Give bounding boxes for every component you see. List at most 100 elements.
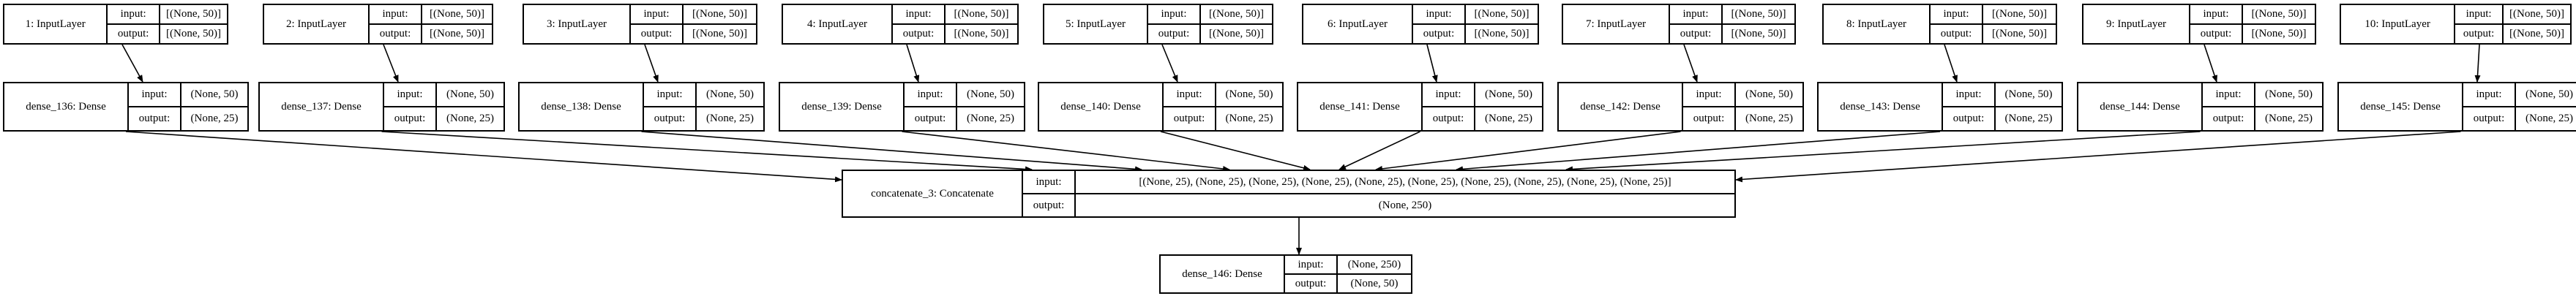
dense-layer-4-output-shape: (None, 25): [967, 113, 1014, 124]
input-layer-10-output-label: output:: [2463, 28, 2495, 39]
input-layer-10-name: 10: InputLayer: [2341, 5, 2456, 43]
input-layer-2-input-shape: [(None, 50)]: [422, 5, 492, 25]
dense-layer-1-output-label: output:: [138, 113, 171, 124]
input-layer-5-output-shape: [(None, 50)]: [1209, 28, 1264, 39]
input-layer-4-output-label: output:: [902, 28, 935, 39]
edge-dense-4-to-concatenate: [902, 131, 1230, 172]
dense-layer-6-input-shape: (None, 50): [1475, 83, 1542, 107]
edge-dense-7-to-concatenate: [1375, 131, 1681, 172]
dense-layer-4-input-label: input:: [905, 83, 956, 107]
dense-layer-8-output-shape: (None, 25): [2004, 113, 2053, 124]
edge-input-1-to-dense: [121, 44, 143, 83]
dense-layer-10-input-label: input:: [2463, 83, 2515, 107]
dense-layer-10-output-shape: (None, 25): [2526, 113, 2573, 124]
concatenate-layer-output-shape: (None, 250): [1378, 199, 1432, 211]
dense-layer-9-input-label: input:: [2203, 83, 2254, 107]
input-layer-8-output-label: output:: [1940, 28, 1972, 39]
input-layer-7-output-shape: [(None, 50)]: [1731, 28, 1786, 39]
input-layer-5-output-label: output:: [1158, 28, 1190, 39]
dense-layer-5-output-shape: (None, 25): [1225, 113, 1273, 124]
dense-layer-5-input-label: input:: [1164, 83, 1215, 107]
dense-layer-1-input-label: input:: [129, 83, 180, 107]
input-layer-4-input-shape: [(None, 50)]: [946, 5, 1017, 25]
edge-dense-2-to-concatenate: [381, 131, 1033, 172]
dense-layer-7-name: dense_142: Dense: [1559, 83, 1683, 130]
input-layer-8-input-shape: [(None, 50)]: [1983, 5, 2056, 25]
input-layer-3-output-label: output:: [640, 28, 673, 39]
concatenate-layer-input-shape: [(None, 25), (None, 25), (None, 25), (No…: [1076, 171, 1734, 194]
dense-layer-9-output-shape: (None, 25): [2265, 113, 2313, 124]
input-layer-1-input-label: input:: [108, 5, 160, 25]
input-layer-5-input-shape: [(None, 50)]: [1201, 5, 1272, 25]
dense-layer-7-input-label: input:: [1683, 83, 1734, 107]
concatenate-layer-output-label: output:: [1033, 199, 1065, 211]
edge-dense-5-to-concatenate: [1160, 131, 1311, 171]
dense-layer-4-input-shape: (None, 50): [957, 83, 1024, 107]
input-layer-4-input-label: input:: [893, 5, 944, 25]
output-dense-layer-name: dense_146: Dense: [1161, 256, 1285, 292]
input-layer-5-name: 5: InputLayer: [1044, 5, 1148, 43]
edge-input-5-to-dense: [1161, 44, 1178, 83]
input-layer-1-input-shape: [(None, 50)]: [160, 5, 227, 25]
concatenate-layer-input-label: input:: [1023, 171, 1074, 194]
dense-layer-4-output-label: output:: [914, 113, 946, 124]
input-layer-3-input-label: input:: [631, 5, 682, 25]
input-layer-7-input-shape: [(None, 50)]: [1723, 5, 1794, 25]
dense-layer-3-input-shape: (None, 50): [697, 83, 763, 107]
dense-layer-3-name: dense_138: Dense: [520, 83, 644, 130]
dense-layer-9-name: dense_144: Dense: [2078, 83, 2203, 130]
dense-layer-6-input-label: input:: [1423, 83, 1474, 107]
edge-dense-9-to-concatenate: [1565, 131, 2201, 172]
dense-layer-6-name: dense_141: Dense: [1298, 83, 1423, 130]
dense-layer-5-output-label: output:: [1173, 113, 1205, 124]
concatenate-layer-name: concatenate_3: Concatenate: [843, 171, 1023, 216]
dense-layer-4-name: dense_139: Dense: [780, 83, 905, 130]
input-layer-10-input-label: input:: [2455, 5, 2503, 25]
input-layer-2-name: 2: InputLayer: [264, 5, 370, 43]
input-layer-8-name: 8: InputLayer: [1824, 5, 1931, 43]
dense-layer-3-output-shape: (None, 25): [706, 113, 754, 124]
dense-layer-10-output-label: output:: [2473, 113, 2505, 124]
edge-dense-10-to-concatenate: [1735, 131, 2461, 183]
dense-layer-1-name: dense_136: Dense: [4, 83, 129, 130]
input-layer-1-output-shape: [(None, 50)]: [166, 28, 221, 39]
edge-input-8-to-dense: [1944, 44, 1958, 83]
dense-layer-5-input-shape: (None, 50): [1216, 83, 1282, 107]
input-layer-6-output-shape: [(None, 50)]: [1474, 28, 1530, 39]
input-layer-2-output-label: output:: [379, 28, 411, 39]
dense-layer-7-input-shape: (None, 50): [1736, 83, 1802, 107]
input-layer-6-name: 6: InputLayer: [1303, 5, 1413, 43]
dense-layer-8-input-shape: (None, 50): [1996, 83, 2062, 107]
input-layer-2-output-shape: [(None, 50)]: [430, 28, 484, 39]
input-layer-7-input-label: input:: [1670, 5, 1721, 25]
input-layer-9-input-label: input:: [2190, 5, 2242, 25]
input-layer-7-name: 7: InputLayer: [1563, 5, 1670, 43]
edge-input-4-to-dense: [906, 44, 920, 83]
dense-layer-6-output-shape: (None, 25): [1485, 113, 1532, 124]
input-layer-3-input-shape: [(None, 50)]: [684, 5, 756, 25]
dense-layer-1-output-shape: (None, 25): [190, 113, 239, 124]
input-layer-2-input-label: input:: [370, 5, 421, 25]
edge-dense-1-to-concatenate: [125, 131, 842, 183]
dense-layer-8-name: dense_143: Dense: [1819, 83, 1943, 130]
dense-layer-3-output-label: output:: [654, 113, 686, 124]
edge-input-2-to-dense: [383, 44, 399, 83]
edge-input-10-to-dense: [2474, 44, 2481, 83]
input-layer-9-output-shape: [(None, 50)]: [2251, 28, 2307, 39]
